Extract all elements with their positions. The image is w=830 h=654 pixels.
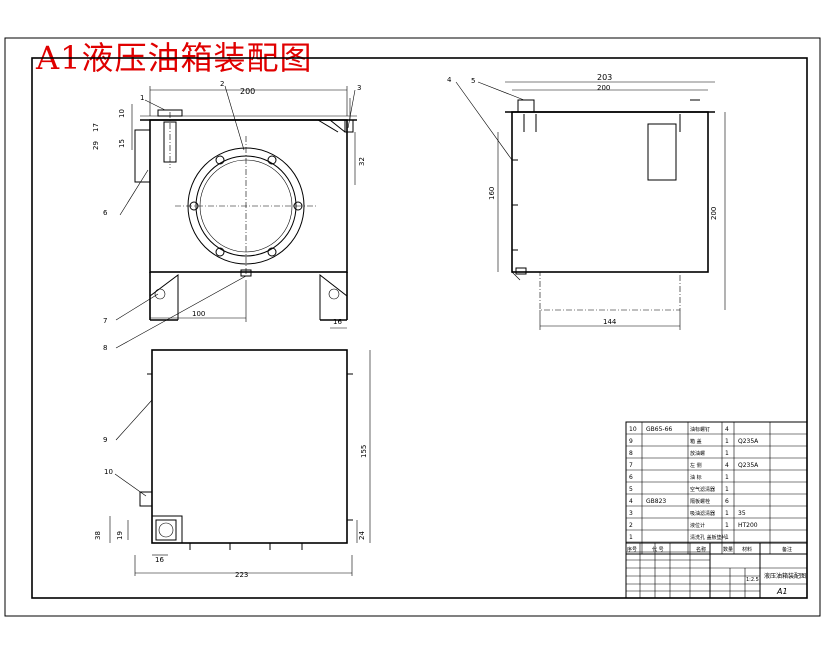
dim-front-100: 100: [192, 310, 205, 318]
dim-top-24: 24: [358, 531, 366, 540]
bom-header-code: 代 号: [652, 546, 664, 553]
bom-cell-no: 8: [629, 450, 633, 457]
bom-cell-mat: 35: [738, 510, 746, 517]
bom-cell-name: 箱 盖: [690, 438, 702, 445]
bom-cell-qty: 1: [725, 486, 729, 493]
bom-cell-no: 3: [629, 510, 633, 517]
dim-front-width: 200: [240, 87, 255, 96]
dim-side-144: 144: [603, 318, 617, 326]
bom-cell-qty: 1: [725, 534, 729, 541]
leader-side-4: 4: [447, 76, 452, 84]
bom-cell-code: GB65-66: [646, 426, 672, 433]
dim-front-15: 15: [118, 139, 126, 148]
bom-cell-no: 6: [629, 474, 633, 481]
dim-front-10: 10: [118, 109, 126, 118]
bom-header-name: 名称: [696, 546, 706, 553]
bom-cell-name: 空气滤清器: [690, 486, 715, 493]
dim-side-160: 160: [488, 187, 496, 200]
bom-header-qty: 数量: [723, 546, 733, 553]
bom-cell-no: 10: [629, 426, 637, 433]
bom-cell-qty: 1: [725, 438, 729, 445]
leader-side-5: 5: [471, 77, 475, 85]
dim-top-155: 155: [360, 445, 368, 458]
title-block-name: 液压油箱装配图: [764, 572, 806, 580]
dim-top-19: 19: [116, 531, 124, 540]
bom-cell-mat: Q235A: [738, 438, 759, 445]
inner-border: [31, 57, 808, 599]
bom-cell-qty: 1: [725, 450, 729, 457]
bom-cell-name: 隔板螺栓: [690, 498, 710, 505]
bom-cell-code: GB823: [646, 498, 666, 505]
bom-header-no: 序号: [627, 546, 637, 553]
bom-cell-name: 油 标: [690, 474, 702, 481]
bom-cell-name: 油标螺钉: [690, 426, 710, 433]
outer-border: [4, 37, 821, 617]
title-block: 液压油箱装配图 A1 1:2.5: [625, 542, 808, 599]
leader-3: 3: [357, 84, 361, 92]
bom-header-note: 备注: [782, 546, 792, 553]
bom-cell-name: 吸油滤清器: [690, 510, 715, 517]
dim-front-17: 17: [92, 123, 100, 132]
bom-cell-no: 7: [629, 462, 633, 469]
leader-6: 6: [103, 209, 108, 217]
leader-8: 8: [103, 344, 107, 352]
dim-side-200-right: 200: [710, 207, 718, 220]
dim-front-32: 32: [358, 157, 366, 166]
leader-9: 9: [103, 436, 107, 444]
leader-1: 1: [140, 94, 144, 102]
bom-cell-name: 清洗孔 盖板垫片: [690, 534, 727, 541]
title-block-sheet: A1: [776, 587, 788, 596]
dim-front-16: 16: [333, 318, 342, 326]
dim-front-29: 29: [92, 141, 100, 150]
leader-7: 7: [103, 317, 107, 325]
leader-2: 2: [220, 80, 224, 88]
bom-cell-qty: 1: [725, 474, 729, 481]
bom-cell-qty: 1: [725, 522, 729, 529]
dim-top-38: 38: [94, 531, 102, 540]
bom-cell-name: 左 侧: [690, 462, 702, 469]
front-view: 200 10 17 29 15 32 100 16 1 2 3 6 7 8: [92, 80, 366, 352]
bom-cell-qty: 1: [725, 510, 729, 517]
dim-top-223: 223: [235, 571, 248, 579]
dim-top-16: 16: [155, 556, 164, 564]
bom-cell-no: 5: [629, 486, 633, 493]
bom-cell-mat: Q235A: [738, 462, 759, 469]
bom-cell-qty: 4: [725, 426, 729, 433]
bom-cell-qty: 6: [725, 498, 729, 505]
bom-cell-no: 9: [629, 438, 633, 445]
leader-10: 10: [104, 468, 113, 476]
dim-side-200: 200: [597, 84, 610, 92]
top-view: 155 38 19 16 223 24 9 10: [94, 349, 371, 579]
bom-cell-no: 2: [629, 522, 633, 529]
dim-side-203: 203: [597, 73, 612, 82]
bom-header-mat: 材料: [742, 546, 752, 553]
bom-cell-name: 放油螺: [690, 450, 705, 457]
bom-cell-mat: HT200: [738, 522, 758, 529]
bom-cell-no: 4: [629, 498, 633, 505]
bom-cell-no: 1: [629, 534, 633, 541]
side-view: 203 200 160 200 144 4 5: [447, 73, 726, 330]
bom-cell-qty: 4: [725, 462, 729, 469]
title-block-scale: 1:2.5: [746, 577, 759, 583]
bom-cell-name: 液位计: [690, 522, 705, 529]
